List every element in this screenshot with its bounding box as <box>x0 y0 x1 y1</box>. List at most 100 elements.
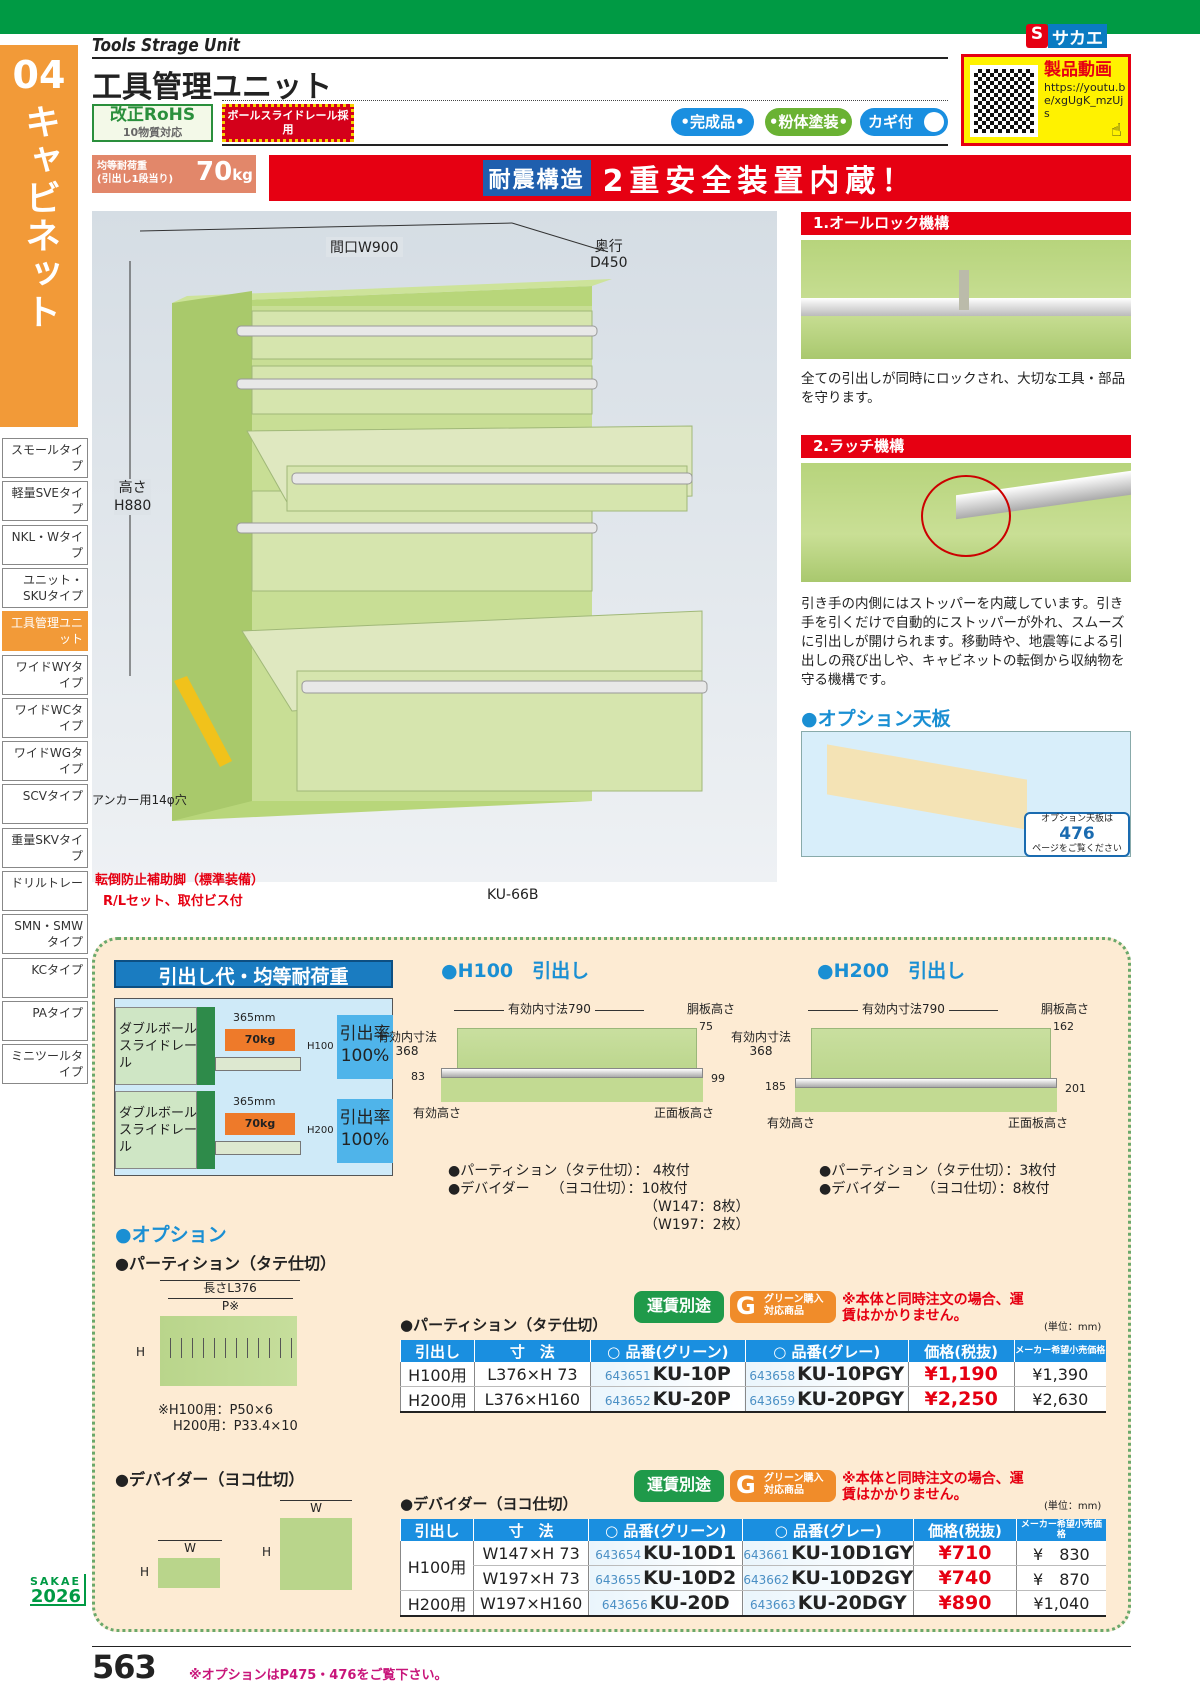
sidebar-item[interactable]: ワイドWYタイプ <box>2 654 88 695</box>
sidebar-item[interactable]: 軽量SVEタイプ <box>2 481 88 522</box>
all-lock-photo <box>801 240 1131 359</box>
ball-rail-badge: ボールスライドレール採用 <box>222 104 354 142</box>
partition-length: 長さL376 <box>160 1280 300 1295</box>
footer-note: ※オプションはP475・476をご覧下さい。 <box>189 1668 448 1683</box>
video-qr-box[interactable]: 製品動画 https://youtu.be/xgUgK_mzUjs ☝ <box>961 54 1131 146</box>
sidebar-item[interactable]: SCVタイプ <box>2 784 88 825</box>
sidebar-item[interactable]: ワイドWGタイプ <box>2 741 88 782</box>
key-icon <box>959 270 969 310</box>
effective-height-label: 有効高さ <box>413 1106 462 1120</box>
front-height-label: 正面板高さ <box>654 1106 715 1120</box>
load-unit: kg <box>232 166 253 184</box>
drawer-cell: H200用 <box>400 1386 475 1413</box>
price-cell: ¥890 <box>913 1590 1017 1617</box>
size-cell: L376×H160 <box>473 1386 591 1413</box>
column-header: ○ 品番(グレー) <box>742 1519 914 1541</box>
h200-heading: ●H200 引出し <box>817 960 966 982</box>
width-label: 間口W900 <box>326 237 403 257</box>
option-top-photo: オプション天板は 476 ページをご覧ください <box>801 731 1131 857</box>
video-label: 製品動画 <box>1044 60 1112 80</box>
divider-large-shape <box>280 1518 352 1590</box>
size-cell: W147×H 73 <box>473 1541 589 1566</box>
side-height-label: 胴板高さ <box>1041 1002 1090 1016</box>
rail-label: ダブルボールスライドレール <box>119 1022 198 1071</box>
section-tab: 04 キャビネット <box>0 45 78 427</box>
sidebar-item[interactable]: ワイドWCタイプ <box>2 697 88 738</box>
h100-heading: ●H100 引出し <box>441 960 590 982</box>
sidebar-item[interactable]: ミニツールタイプ <box>2 1044 88 1085</box>
sidebar-item[interactable]: ユニット・SKUタイプ <box>2 567 88 608</box>
partition-pitch: P※ <box>168 1298 293 1313</box>
drawer-height: H200 <box>307 1125 334 1136</box>
freight-extra-badge: 運賃別途 <box>634 1470 724 1502</box>
freight-note: ※本体と同時注文の場合、運賃はかかりません。 <box>842 1292 1024 1324</box>
section-number: 04 <box>12 53 66 97</box>
sidebar-item[interactable]: SMN・SMWタイプ <box>2 914 88 955</box>
options-heading: ●オプション <box>115 1224 227 1246</box>
sidebar-item[interactable]: PAタイプ <box>2 1000 88 1041</box>
option-top-heading: ●オプション天板 <box>801 708 951 730</box>
sidebar-item[interactable]: NKL・Wタイプ <box>2 524 88 565</box>
powder-coat-badge: •粉体塗装• <box>765 108 852 136</box>
price-cell: ¥1,190 <box>907 1362 1015 1387</box>
load-box: 70kg <box>225 1029 295 1051</box>
unit-label: (単位：mm) <box>1044 1322 1102 1333</box>
table-title: ●デバイダー（ヨコ仕切） <box>400 1495 578 1513</box>
divider <box>222 144 948 146</box>
divider <box>92 57 948 59</box>
complete-product-badge: •完成品• <box>671 108 754 136</box>
side-height-label: 胴板高さ <box>687 1002 736 1016</box>
cabinet-illustration <box>129 222 708 821</box>
column-header: 寸 法 <box>473 1519 589 1541</box>
page-reference-badge[interactable]: オプション天板は 476 ページをご覧ください <box>1024 812 1130 857</box>
column-header: 引出し <box>400 1340 475 1362</box>
inner-width: 有効内寸法790 <box>504 1002 595 1016</box>
divider-large-h: H <box>262 1545 272 1559</box>
column-header: メーカー希望小売価格 <box>1013 1340 1106 1362</box>
front-height: 99 <box>711 1072 725 1085</box>
front-height: 201 <box>1065 1082 1086 1095</box>
msrp-cell: ¥ 830 <box>1015 1541 1106 1566</box>
column-header: 価格(税抜) <box>913 1519 1017 1541</box>
sidebar-item[interactable]: 工具管理ユニット <box>2 611 88 652</box>
price-cell: ¥710 <box>913 1541 1017 1566</box>
column-header: 引出し <box>399 1519 474 1541</box>
unit-label: (単位：mm) <box>1044 1501 1102 1512</box>
key-icon <box>924 112 944 132</box>
partition-heading: ●パーティション（タテ仕切） <box>115 1254 337 1273</box>
qr-code-icon[interactable] <box>970 65 1038 137</box>
sidebar-item[interactable]: ドリルトレー <box>2 871 88 911</box>
top-bar <box>0 0 1200 34</box>
divider-large-w: W <box>280 1500 352 1515</box>
seismic-badge: 耐震構造 <box>482 160 591 196</box>
sidebar-item[interactable]: 重量SKVタイプ <box>2 827 88 868</box>
freight-note: ※本体と同時注文の場合、運賃はかかりません。 <box>842 1471 1024 1503</box>
sidebar-item[interactable]: スモールタイプ <box>2 438 88 478</box>
video-url[interactable]: https://youtu.be/xgUgK_mzUjs <box>1044 81 1126 120</box>
sidebar-item[interactable]: KCタイプ <box>2 957 88 998</box>
column-header: 寸 法 <box>473 1340 591 1362</box>
anti-tip-foot-label: 転倒防止補助脚（標準装備） <box>95 873 265 888</box>
size-cell: W197×H 73 <box>473 1565 589 1591</box>
feature-text-all-lock: 全ての引出しが同時にロックされ、大切な工具・部品を守ります。 <box>801 371 1126 406</box>
